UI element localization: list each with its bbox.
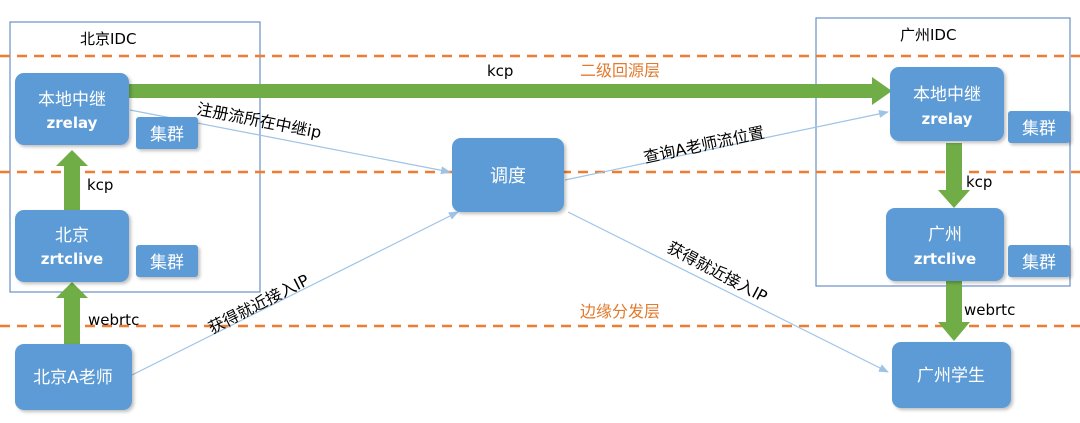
bj-teacher-node bbox=[15, 344, 132, 410]
scheduler-label: 调度 bbox=[490, 166, 526, 187]
bj-live-cluster-label: 集群 bbox=[150, 253, 184, 273]
access-gz-label: 获得就近接入IP bbox=[664, 238, 771, 307]
webrtc-gz-label: webrtc bbox=[964, 301, 1015, 319]
query-connector bbox=[564, 109, 889, 181]
kcp-gz-label: kcp bbox=[966, 173, 992, 191]
register-label: 注册流所在中继ip bbox=[195, 99, 323, 142]
gz-relay-cluster-badge bbox=[1008, 111, 1070, 143]
gz-relay-cluster-label: 集群 bbox=[1022, 119, 1056, 139]
kcp-bj-arrow bbox=[56, 150, 88, 210]
kcp-bj-label: kcp bbox=[87, 176, 113, 194]
bj-relay-cluster-badge bbox=[136, 117, 198, 149]
access-gz-connector bbox=[567, 211, 889, 373]
layer-label-edge: 边缘分发层 bbox=[580, 302, 660, 321]
layer-label-top: 二级回源层 bbox=[580, 61, 660, 80]
gz-live-cluster-label: 集群 bbox=[1022, 253, 1056, 273]
bj-live-cluster-badge bbox=[136, 245, 198, 277]
query-label: 查询A老师流位置 bbox=[642, 123, 766, 167]
bj-relay-node bbox=[15, 73, 129, 145]
guangzhou-idc-frame bbox=[815, 17, 1071, 287]
bj-live-line1: 北京 bbox=[55, 226, 89, 246]
webrtc-gz-arrow bbox=[938, 281, 970, 341]
gz-live-line2: zrtclive bbox=[914, 250, 976, 268]
gz-relay-line1: 本地中继 bbox=[913, 85, 981, 105]
beijing-idc-label: 北京IDC bbox=[80, 30, 136, 48]
bj-teacher-label: 北京A老师 bbox=[33, 368, 113, 388]
bj-relay-line1: 本地中继 bbox=[38, 90, 106, 110]
gz-relay-line2: zrelay bbox=[922, 110, 973, 128]
gz-live-node bbox=[886, 208, 1004, 281]
bj-relay-cluster-label: 集群 bbox=[150, 125, 184, 145]
gz-student-label: 广州学生 bbox=[917, 366, 985, 386]
bj-relay-line2: zrelay bbox=[47, 114, 98, 132]
bj-live-node bbox=[15, 210, 129, 282]
beijing-idc-frame bbox=[9, 21, 261, 293]
gz-relay-node bbox=[890, 67, 1004, 141]
webrtc-bj-label: webrtc bbox=[88, 311, 139, 329]
kcp-top-label: kcp bbox=[487, 62, 513, 80]
bj-live-line2: zrtclive bbox=[41, 250, 103, 268]
kcp-top-arrow bbox=[128, 77, 892, 105]
guangzhou-idc-label: 广州IDC bbox=[900, 26, 956, 44]
kcp-gz-arrow bbox=[938, 143, 970, 208]
webrtc-bj-arrow bbox=[56, 282, 88, 344]
access-bj-connector bbox=[131, 211, 459, 376]
scheduler-node bbox=[452, 138, 564, 212]
gz-student-node bbox=[892, 342, 1011, 408]
access-bj-label: 获得就近接入IP bbox=[205, 270, 312, 337]
gz-live-line1: 广州 bbox=[928, 225, 962, 245]
gz-live-cluster-badge bbox=[1008, 245, 1070, 277]
